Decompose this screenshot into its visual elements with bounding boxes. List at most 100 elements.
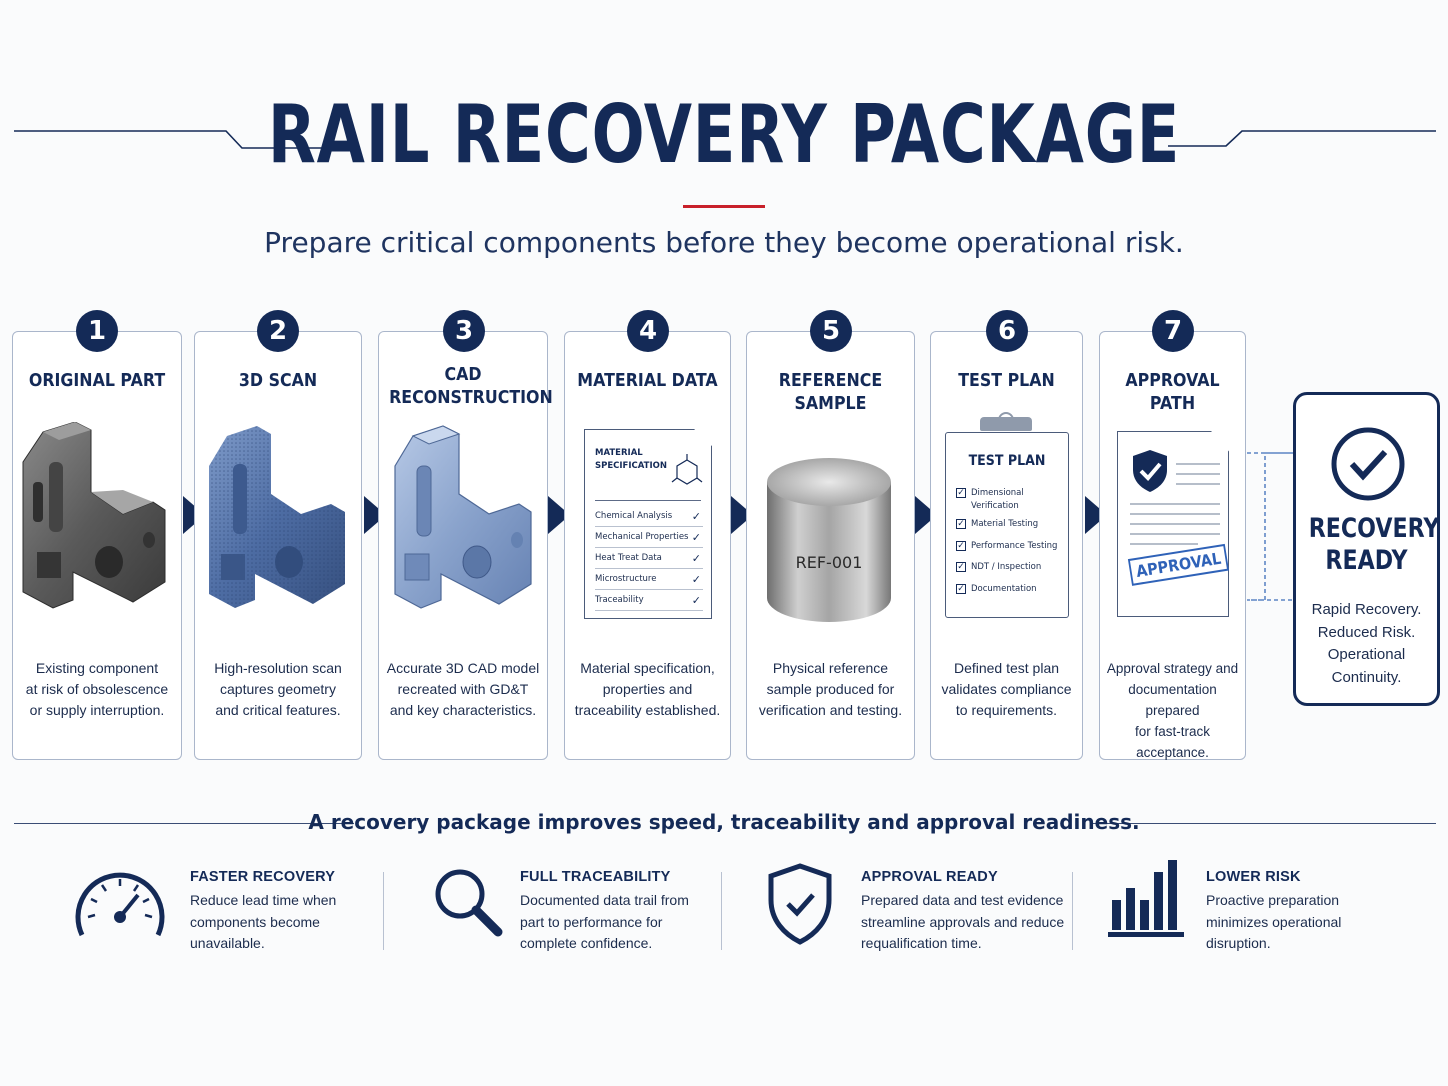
step-description: Material specification, properties and t… xyxy=(574,660,721,718)
step-number-badge: 5 xyxy=(810,310,852,352)
dashed-connector xyxy=(1247,452,1293,601)
magnifier-icon xyxy=(435,869,503,937)
test-plan-heading: TEST PLAN xyxy=(968,453,1046,469)
clipboard-test-plan: TEST PLAN ✓ Dimensional Verification ✓ Mate… xyxy=(945,412,1069,618)
material-item-label: Traceability xyxy=(595,595,644,605)
step-description: Accurate 3D CAD model recreated with GD&… xyxy=(386,660,540,718)
recovery-ready-text: Rapid Recovery. Reduced Risk. Operationa… xyxy=(1311,601,1422,686)
recovery-ready-panel: RECOVERY READY Rapid Recovery. Reduced R… xyxy=(1293,392,1440,706)
approval-document: APPROVAL xyxy=(1117,431,1229,617)
benefit-title: LOWER RISK xyxy=(1206,869,1301,885)
material-item-label: Chemical Analysis xyxy=(595,511,673,521)
step-title: 3D SCAN xyxy=(238,370,318,391)
step-number-badge: 3 xyxy=(443,310,485,352)
shield-check-icon xyxy=(768,863,832,945)
material-checklist-item: Microstructure ✓ xyxy=(595,569,703,590)
step-number-badge: 1 xyxy=(76,310,118,352)
step-description: Defined test plan validates compliance t… xyxy=(941,660,1072,718)
benefit-title: FASTER RECOVERY xyxy=(190,869,336,885)
step-title: REFERENCE SAMPLE xyxy=(778,370,883,414)
benefit-text: Prepared data and test evidence streamli… xyxy=(861,892,1065,951)
benefit-full-traceability: FULL TRACEABILITY Documented data trail … xyxy=(432,866,752,956)
benefit-title: APPROVAL READY xyxy=(861,869,998,885)
step-description: Approval strategy and documentation prep… xyxy=(1106,661,1239,760)
benefit-faster-recovery: FASTER RECOVERY Reduce lead time when co… xyxy=(72,866,392,956)
title-accent-bar xyxy=(683,205,765,208)
step-title: ORIGINAL PART xyxy=(28,370,166,391)
test-checklist-item: ✓Documentation xyxy=(956,583,1062,596)
benefit-title: FULL TRACEABILITY xyxy=(520,869,671,885)
benefit-text: Proactive preparation minimizes operatio… xyxy=(1206,892,1342,951)
test-item-label: Performance Testing xyxy=(971,540,1058,551)
test-checklist-item: ✓ Dimensional Verification xyxy=(956,487,1062,512)
checkmark-icon: ✓ xyxy=(691,531,701,544)
step-card-test-plan: 6 TEST PLAN TEST PLAN ✓ Dimensional Verif… xyxy=(930,310,1083,760)
material-specification-document: MATERIAL SPECIFICATION Chemical Analysis… xyxy=(584,429,712,619)
step-card-approval-path: 7 APPROVAL PATH APPROVAL Approval strate… xyxy=(1099,310,1246,760)
step-card-3d-scan: 2 3D SCAN High-resolution scan captures … xyxy=(194,310,362,760)
step-card-original-part: 1 ORIGINAL PART Existing component at ri… xyxy=(12,310,182,760)
sample-label: REF-001 xyxy=(796,553,863,572)
step-title: TEST PLAN xyxy=(958,370,1055,391)
test-checklist-item: ✓NDT / Inspection xyxy=(956,561,1062,574)
header-right-decoration xyxy=(1168,130,1436,147)
benefit-lower-risk: LOWER RISK Proactive preparation minimiz… xyxy=(1108,860,1428,956)
step-number-badge: 2 xyxy=(257,310,299,352)
benefit-divider xyxy=(383,872,384,950)
material-checklist-item: Traceability ✓ xyxy=(595,590,703,611)
test-item-label: Material Testing xyxy=(971,519,1039,529)
checkmark-icon: ✓ xyxy=(691,573,701,586)
step-number-badge: 4 xyxy=(627,310,669,352)
benefit-divider xyxy=(721,872,722,950)
material-checklist-item: Chemical Analysis ✓ xyxy=(595,506,703,527)
test-item-label: Documentation xyxy=(971,583,1037,594)
material-checklist-item: Mechanical Properties✓ xyxy=(595,527,703,548)
step-title: CAD RECONSTRUCTION xyxy=(389,364,553,408)
header-left-decoration xyxy=(14,130,334,149)
step-card-material-data: 4 MATERIAL DATA MATERIAL SPECIFICATION C… xyxy=(564,310,731,760)
cad-model-image xyxy=(394,425,532,609)
step-description: High-resolution scan captures geometry a… xyxy=(214,660,342,718)
test-item-label: Dimensional Verification xyxy=(971,488,1024,511)
benefit-approval-ready: APPROVAL READY Prepared data and test ev… xyxy=(766,863,1086,956)
benefit-text: Documented data trail from part to perfo… xyxy=(520,892,689,951)
material-item-label: Microstructure xyxy=(595,574,657,584)
tagline-left-rule xyxy=(14,823,354,825)
speedometer-icon xyxy=(75,872,165,937)
3d-scan-image xyxy=(209,426,345,608)
benefit-divider xyxy=(1072,872,1073,950)
material-item-label: Heat Treat Data xyxy=(595,553,662,563)
reference-sample-cylinder-image: REF-001 xyxy=(767,458,891,622)
doc-heading-line1: MATERIAL xyxy=(595,448,643,458)
checkbox-checked-icon: ✓ xyxy=(956,488,966,498)
step-number-badge: 7 xyxy=(1152,310,1194,352)
checkbox-checked-icon: ✓ xyxy=(956,562,966,572)
step-title: MATERIAL DATA xyxy=(577,370,718,391)
checkmark-icon: ✓ xyxy=(691,594,701,607)
step-description: Physical reference sample produced for v… xyxy=(758,660,903,718)
step-title: APPROVAL PATH xyxy=(1125,370,1220,414)
checkmark-icon: ✓ xyxy=(691,552,701,565)
doc-heading-line2: SPECIFICATION xyxy=(595,461,667,471)
shield-check-icon xyxy=(1133,450,1167,492)
benefit-text: Reduce lead time when components become … xyxy=(190,892,337,951)
recovery-ready-title: RECOVERY READY xyxy=(1308,513,1440,576)
page-subtitle: Prepare critical components before they … xyxy=(264,226,1184,259)
checkmark-icon: ✓ xyxy=(691,510,701,523)
bar-chart-icon xyxy=(1108,860,1184,937)
document-text-lines xyxy=(1130,463,1220,545)
material-item-label: Mechanical Properties xyxy=(595,532,689,542)
test-checklist-item: ✓ Performance Testing xyxy=(956,540,1062,553)
test-checklist: ✓ Dimensional Verification ✓ Material Testi… xyxy=(956,487,1062,604)
step-card-cad-reconstruction: 3 CAD RECONSTRUCTION Accurate 3D CAD mod… xyxy=(378,310,553,760)
test-checklist-item: ✓ Material Testing xyxy=(956,518,1062,531)
page-title: RAIL RECOVERY PACKAGE xyxy=(267,88,1181,181)
tagline-right-rule xyxy=(1093,823,1436,825)
checkbox-checked-icon: ✓ xyxy=(956,540,966,551)
benefits-tagline: A recovery package improves speed, trace… xyxy=(308,810,1140,834)
step-number-badge: 6 xyxy=(986,310,1028,352)
material-checklist-item: Heat Treat Data ✓ xyxy=(595,548,703,569)
checkbox-checked-icon: ✓ xyxy=(956,519,966,529)
material-checklist: Chemical Analysis✓Mechanical Properties✓… xyxy=(595,506,703,611)
step-card-reference-sample: 5 REFERENCE SAMPLE REF-001 Physical refe… xyxy=(746,310,915,760)
